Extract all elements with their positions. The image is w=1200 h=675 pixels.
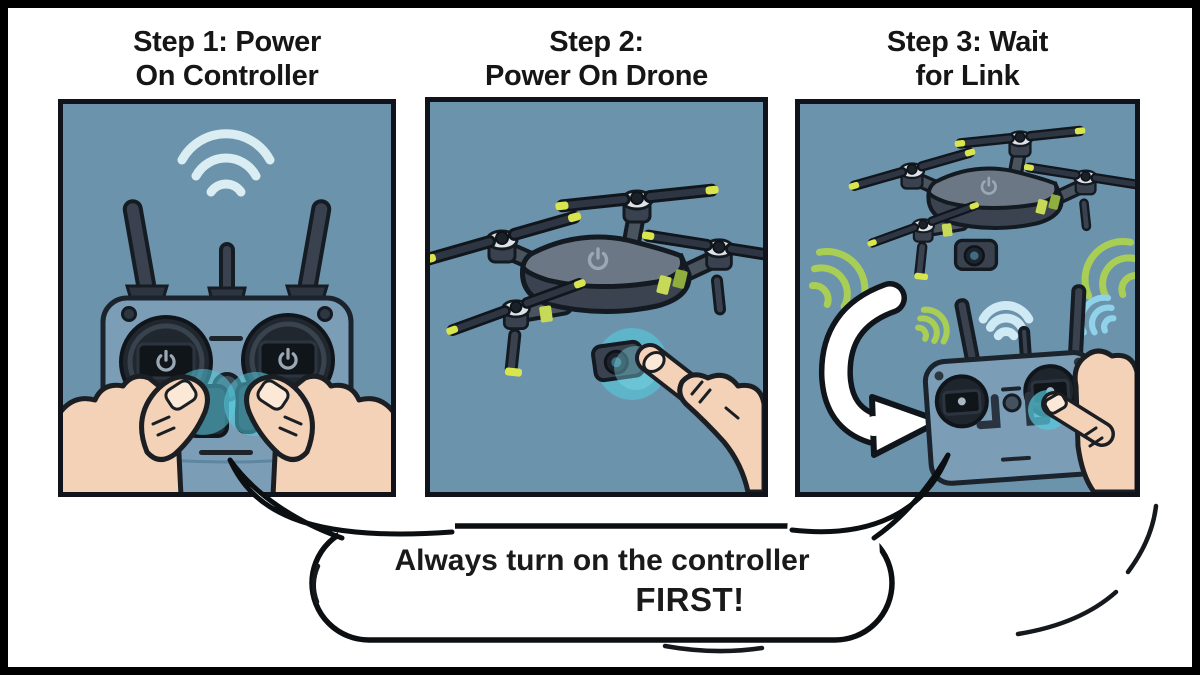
panel-step-2: [425, 97, 768, 497]
bubble-text-line2: FIRST!: [635, 581, 745, 618]
antenna-right: [1067, 284, 1087, 363]
title-line: Step 2:: [549, 26, 644, 58]
panel-step-1: [58, 99, 396, 497]
holding-hand: [1041, 348, 1135, 492]
panel-title-step-1: Step 1: Power On Controller: [58, 26, 396, 93]
thumbnail: [1043, 392, 1068, 415]
panel-title-step-2: Step 2: Power On Drone: [425, 26, 768, 93]
camera-gimbal: [953, 238, 999, 271]
panel-title-step-3: Step 3: Wait for Link: [795, 26, 1140, 93]
screw: [121, 306, 137, 322]
wifi-signal-icon: [182, 134, 270, 192]
screw: [317, 306, 333, 322]
title-line: On Controller: [135, 59, 319, 92]
accent-strokes: [311, 503, 1159, 654]
panel-3-illustration: [800, 104, 1135, 492]
curved-arrow-icon: [818, 281, 943, 458]
panel-2-illustration: [430, 102, 763, 492]
panel-step-3: [795, 99, 1140, 497]
title-line: Step 1: Power: [133, 26, 321, 58]
bubble-text-line1: Always turn on the controller: [394, 544, 810, 577]
panel-1-illustration: [63, 104, 391, 492]
antenna-left: [122, 199, 156, 295]
handheld-controller: [922, 284, 1102, 486]
title-line: Power On Drone: [485, 59, 708, 92]
fingernail: [642, 350, 666, 374]
pointing-hand: [635, 343, 763, 492]
antenna-right: [298, 199, 332, 295]
title-line: for Link: [915, 59, 1020, 92]
signal-waves-green-small-icon: [912, 304, 954, 349]
joystick-left: [934, 374, 989, 429]
center-button: [1002, 393, 1022, 413]
title-line: Step 3: Wait: [886, 26, 1049, 58]
